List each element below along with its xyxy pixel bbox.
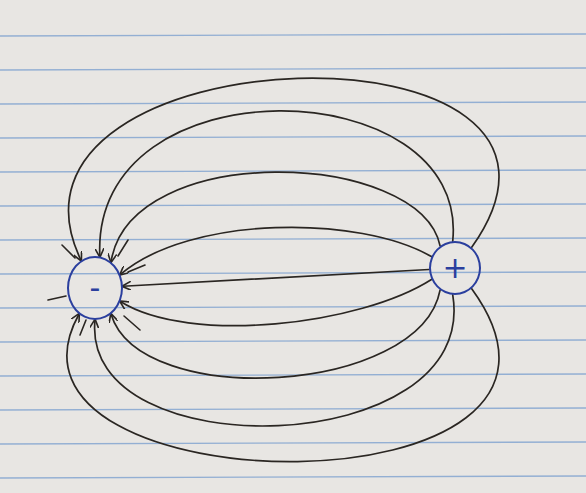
ruled-lines (0, 34, 586, 478)
field-line (120, 227, 431, 274)
field-line (67, 289, 499, 462)
field-line (120, 279, 431, 325)
field-line (111, 172, 440, 262)
charge-circle: + (429, 241, 481, 295)
charge-sign: - (90, 273, 101, 303)
charge-circle: - (67, 256, 123, 320)
field-line (69, 78, 499, 260)
charge-sign: + (442, 253, 467, 283)
converging-stubs (48, 240, 145, 335)
field-line (111, 290, 440, 378)
field-line (100, 111, 454, 257)
field-line (95, 295, 454, 426)
field-line (123, 269, 429, 286)
